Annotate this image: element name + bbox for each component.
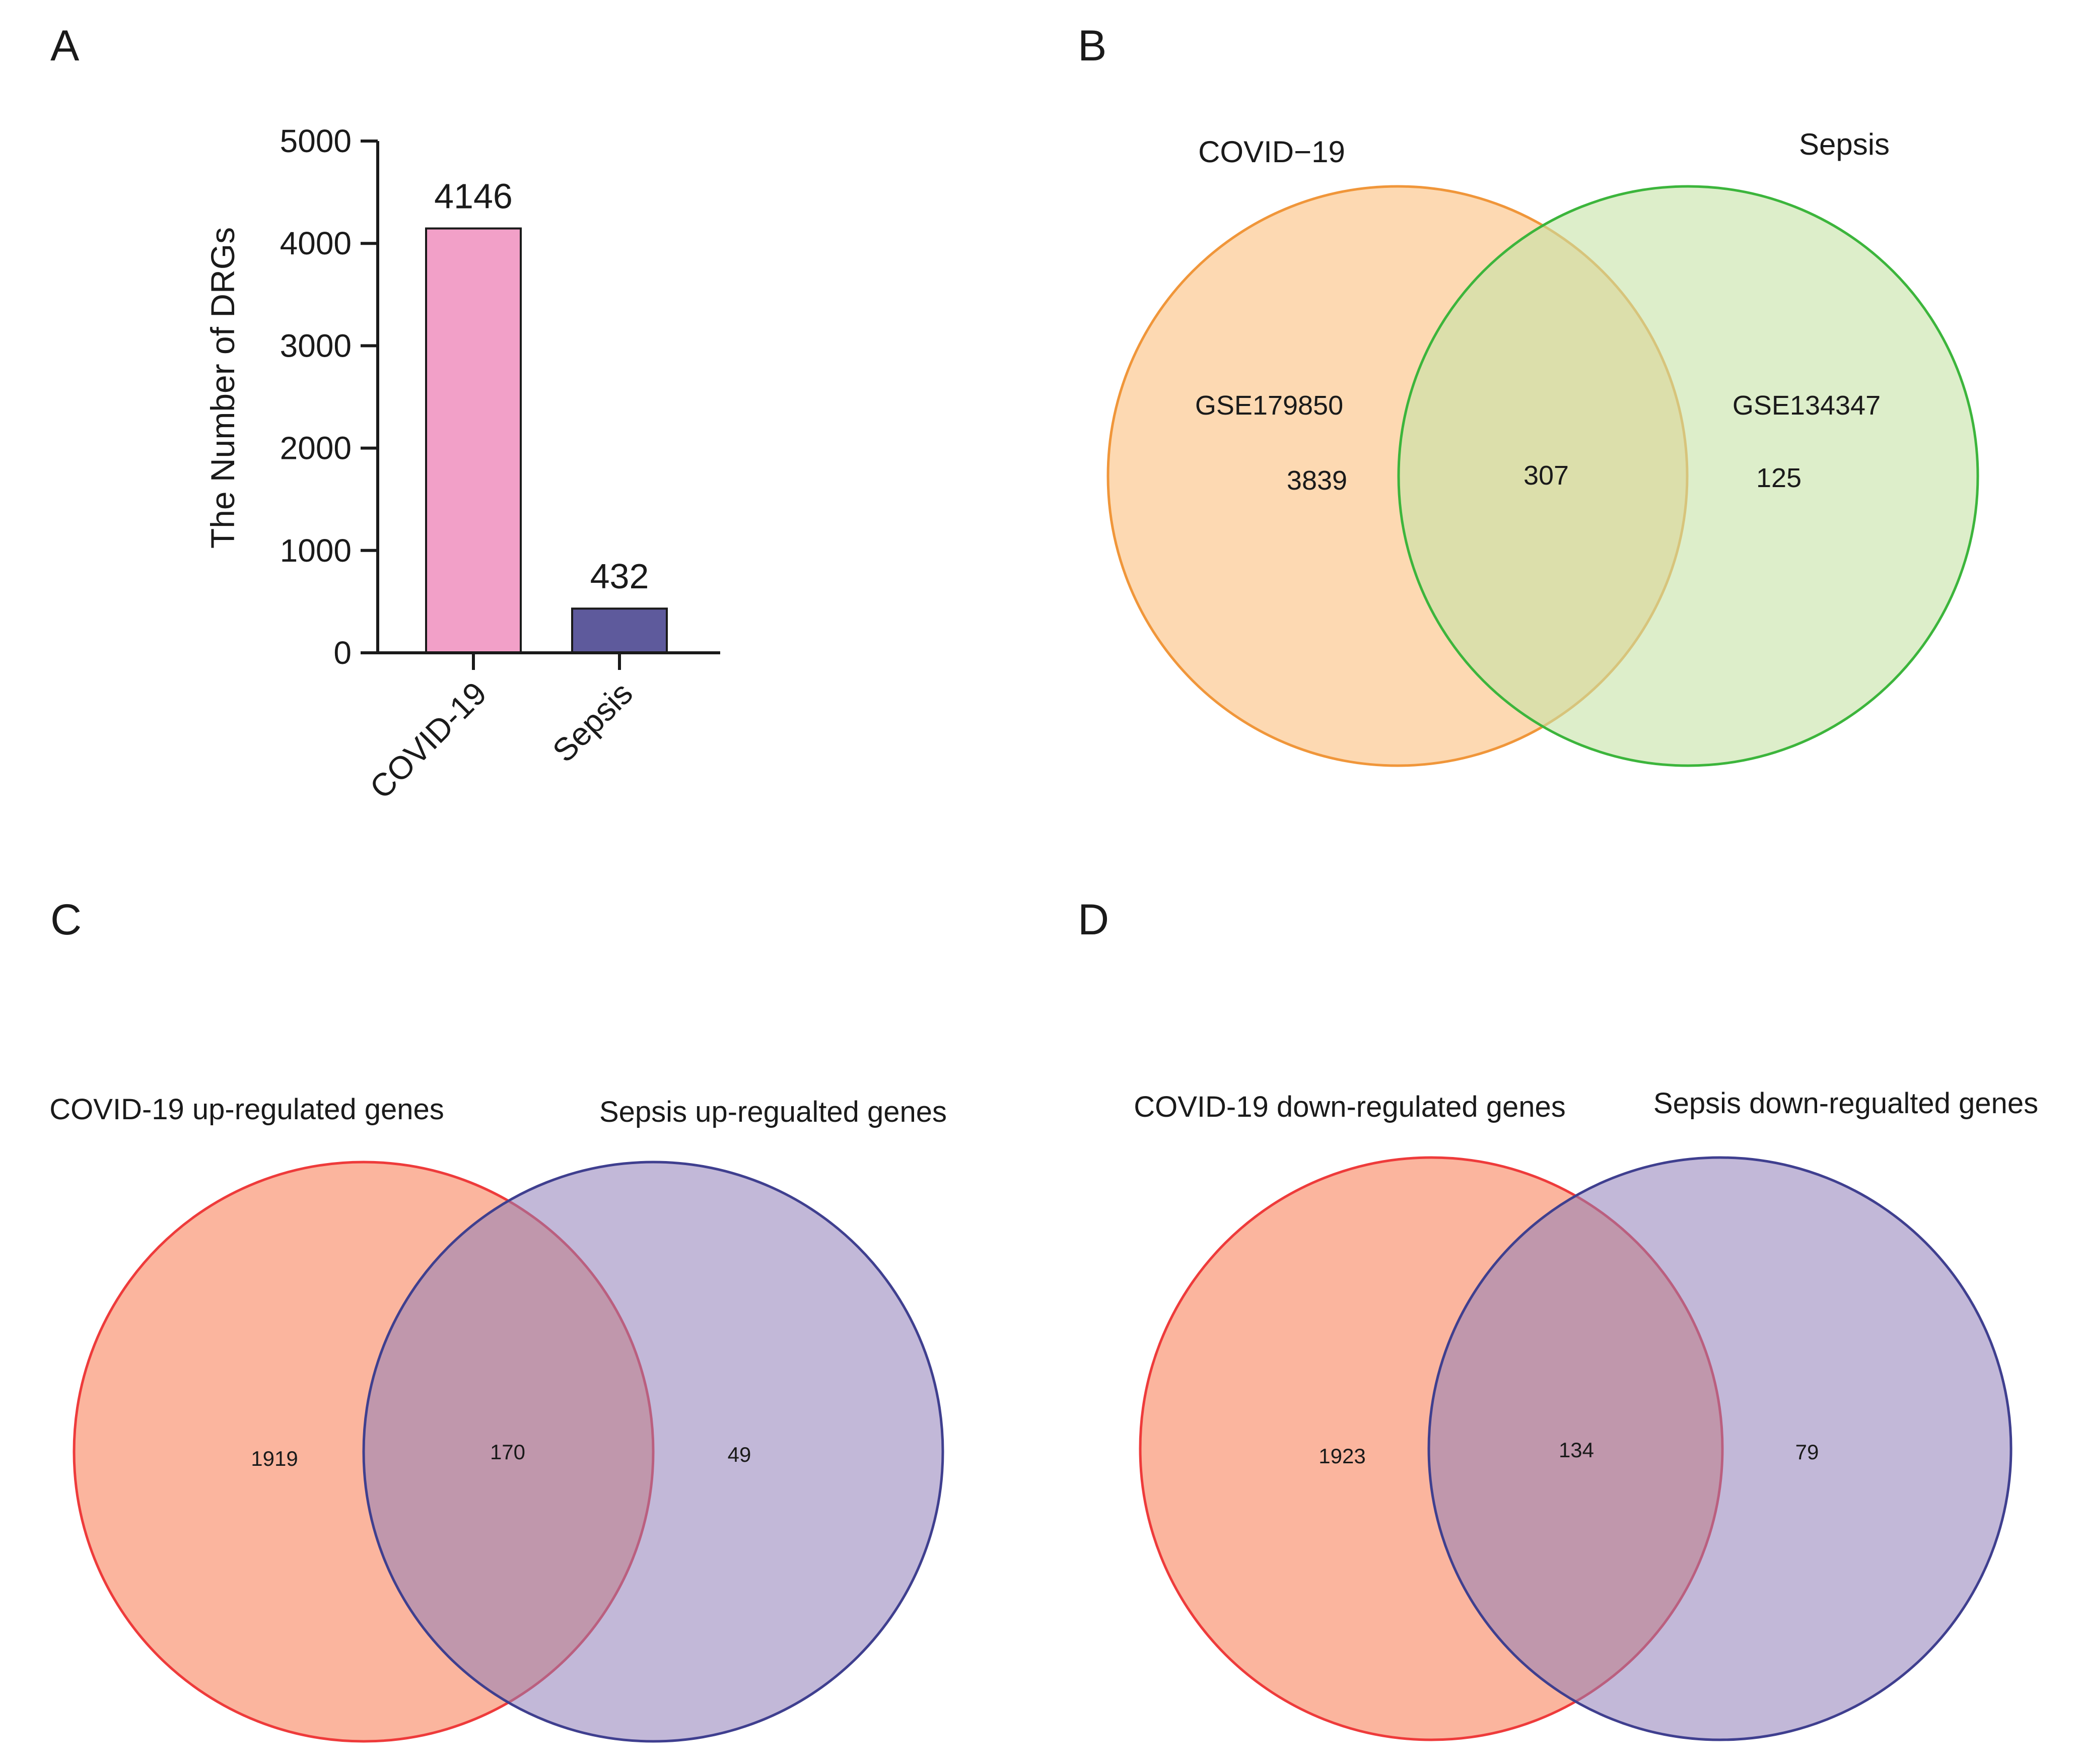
bar-series: 4146 432: [425, 177, 668, 654]
y-tick-label: 0: [333, 635, 352, 671]
x-tick-label: Sepsis: [545, 675, 640, 769]
panel-b-letter: B: [1078, 22, 1106, 70]
panel-d-letter: D: [1078, 896, 1109, 944]
bar-sepsis: [571, 607, 668, 654]
venn-circle-sepsis-down: [1427, 1156, 2013, 1741]
y-tick-label: 3000: [280, 327, 352, 364]
y-tick-label: 5000: [280, 123, 352, 159]
venn-count-right-only: 49: [728, 1443, 751, 1466]
venn-set-label-covid-down: COVID-19 down-regulated genes: [1134, 1091, 1566, 1123]
venn-set-label-sepsis-up: Sepsis up-regualted genes: [599, 1096, 947, 1128]
bar-chart: 4146 432 0 1000 2000 3000 4000 5000 COVID-19 Se…: [204, 123, 720, 806]
venn-count-overlap: 134: [1559, 1438, 1594, 1462]
venn-count-overlap: 170: [490, 1440, 525, 1464]
venn-count-left-only: 3839: [1287, 465, 1347, 496]
panel-d: D COVID-19 down-regulated genes Sepsis d…: [1078, 896, 2038, 1741]
y-tick-label: 1000: [280, 532, 352, 569]
y-axis-title: The Number of DRGs: [204, 227, 241, 549]
venn-circle-sepsis: [1397, 185, 1979, 767]
panel-a: A 4146 432 0 1000 2000 3000 4000 5000 COVID-19…: [50, 22, 720, 806]
panel-a-letter: A: [50, 22, 80, 70]
venn-dataset-right: GSE134347: [1732, 390, 1881, 421]
bar-value-label: 4146: [434, 177, 513, 216]
venn-count-left-only: 1919: [251, 1447, 298, 1470]
x-axis: COVID-19 Sepsis: [363, 651, 720, 806]
panel-c-letter: C: [50, 896, 82, 944]
venn-count-right-only: 125: [1756, 463, 1801, 493]
venn-circle-sepsis-up: [362, 1161, 944, 1743]
venn-set-label-sepsis-down: Sepsis down-regualted genes: [1653, 1087, 2038, 1120]
panel-c: C COVID-19 up-regulated genes Sepsis up-…: [49, 896, 947, 1743]
venn-dataset-left: GSE179850: [1195, 390, 1343, 421]
venn-count-left-only: 1923: [1319, 1444, 1365, 1468]
venn-count-overlap: 307: [1523, 460, 1569, 491]
bar-value-label: 432: [590, 557, 649, 596]
venn-set-label-covid: COVID−19: [1198, 135, 1345, 169]
y-axis: 0 1000 2000 3000 4000 5000: [280, 123, 379, 671]
venn-set-label-sepsis: Sepsis: [1799, 127, 1890, 161]
x-tick-label: COVID-19: [363, 675, 494, 806]
venn-count-right-only: 79: [1795, 1440, 1819, 1464]
panel-b: B COVID−19 Sepsis GSE179850 GSE134347 38…: [1078, 22, 1979, 767]
y-tick-label: 2000: [280, 430, 352, 466]
bar-covid-19: [425, 227, 522, 654]
venn-set-label-covid-up: COVID-19 up-regulated genes: [49, 1093, 444, 1126]
y-tick-label: 4000: [280, 225, 352, 261]
